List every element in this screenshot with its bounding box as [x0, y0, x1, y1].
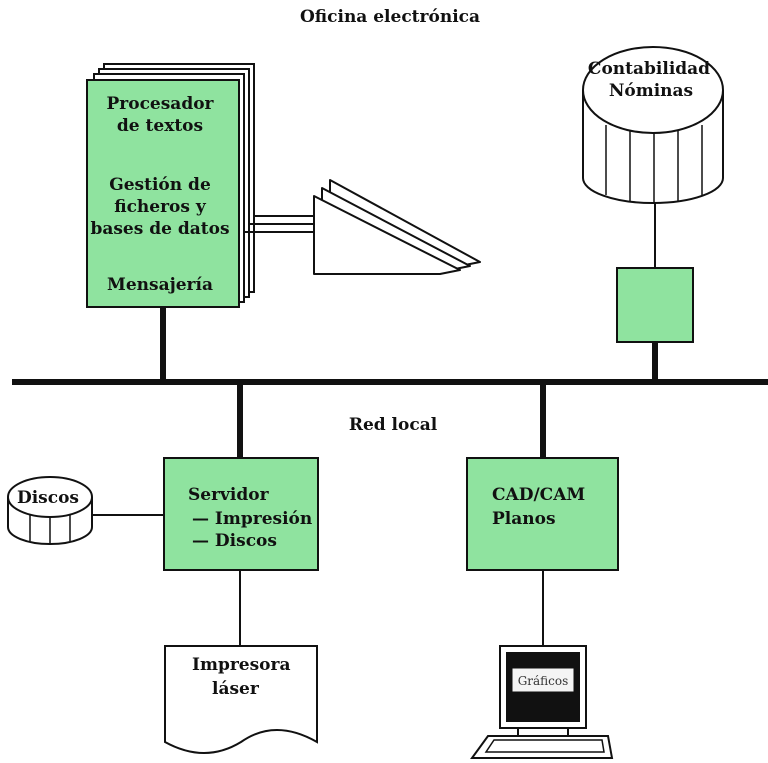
monitor-screen-label-box [511, 667, 575, 693]
graphics-workstation-node: Gráficos [470, 645, 614, 759]
printer-label-1: Impresora [192, 655, 290, 675]
database-label-2: Nóminas [609, 81, 693, 101]
workstation-label-2: de textos [117, 116, 203, 136]
server-label-2: — Impresión [192, 509, 312, 529]
output-trays-icon [313, 179, 481, 275]
printer-label-2: láser [212, 679, 260, 699]
server-label-3: — Discos [192, 531, 277, 551]
network-label: Red local [349, 415, 438, 435]
keyboard-keys [484, 739, 605, 753]
diagram-title: Oficina electrónica [300, 7, 480, 27]
workstation-tray-connector [244, 215, 316, 233]
workstation-label-1: Procesador [106, 94, 214, 114]
cad-cam-node: CAD/CAM Planos [466, 457, 619, 571]
monitor-screen-label: Gráficos [518, 674, 569, 688]
workstation-label-4: ficheros y [114, 197, 207, 217]
workstation-label-3: Gestión de [109, 175, 211, 195]
database-controller-box [616, 267, 694, 343]
server-label-1: Servidor [188, 485, 270, 505]
cad-label-2: Planos [492, 509, 556, 529]
workstation-label-6: Mensajería [107, 275, 213, 295]
disks-node: Discos [7, 476, 93, 545]
workstation-node: Procesador de textos Gestión de ficheros… [86, 63, 255, 308]
cad-label-1: CAD/CAM [492, 485, 585, 505]
monitor-stand [517, 727, 569, 737]
disks-label: Discos [17, 488, 79, 508]
workstation-label-5: bases de datos [90, 219, 229, 239]
database-node: Contabilidad Nóminas [582, 46, 724, 204]
database-label-1: Contabilidad [588, 59, 710, 79]
laser-printer-node: Impresora láser [164, 645, 318, 754]
server-node: Servidor — Impresión — Discos [163, 457, 319, 571]
